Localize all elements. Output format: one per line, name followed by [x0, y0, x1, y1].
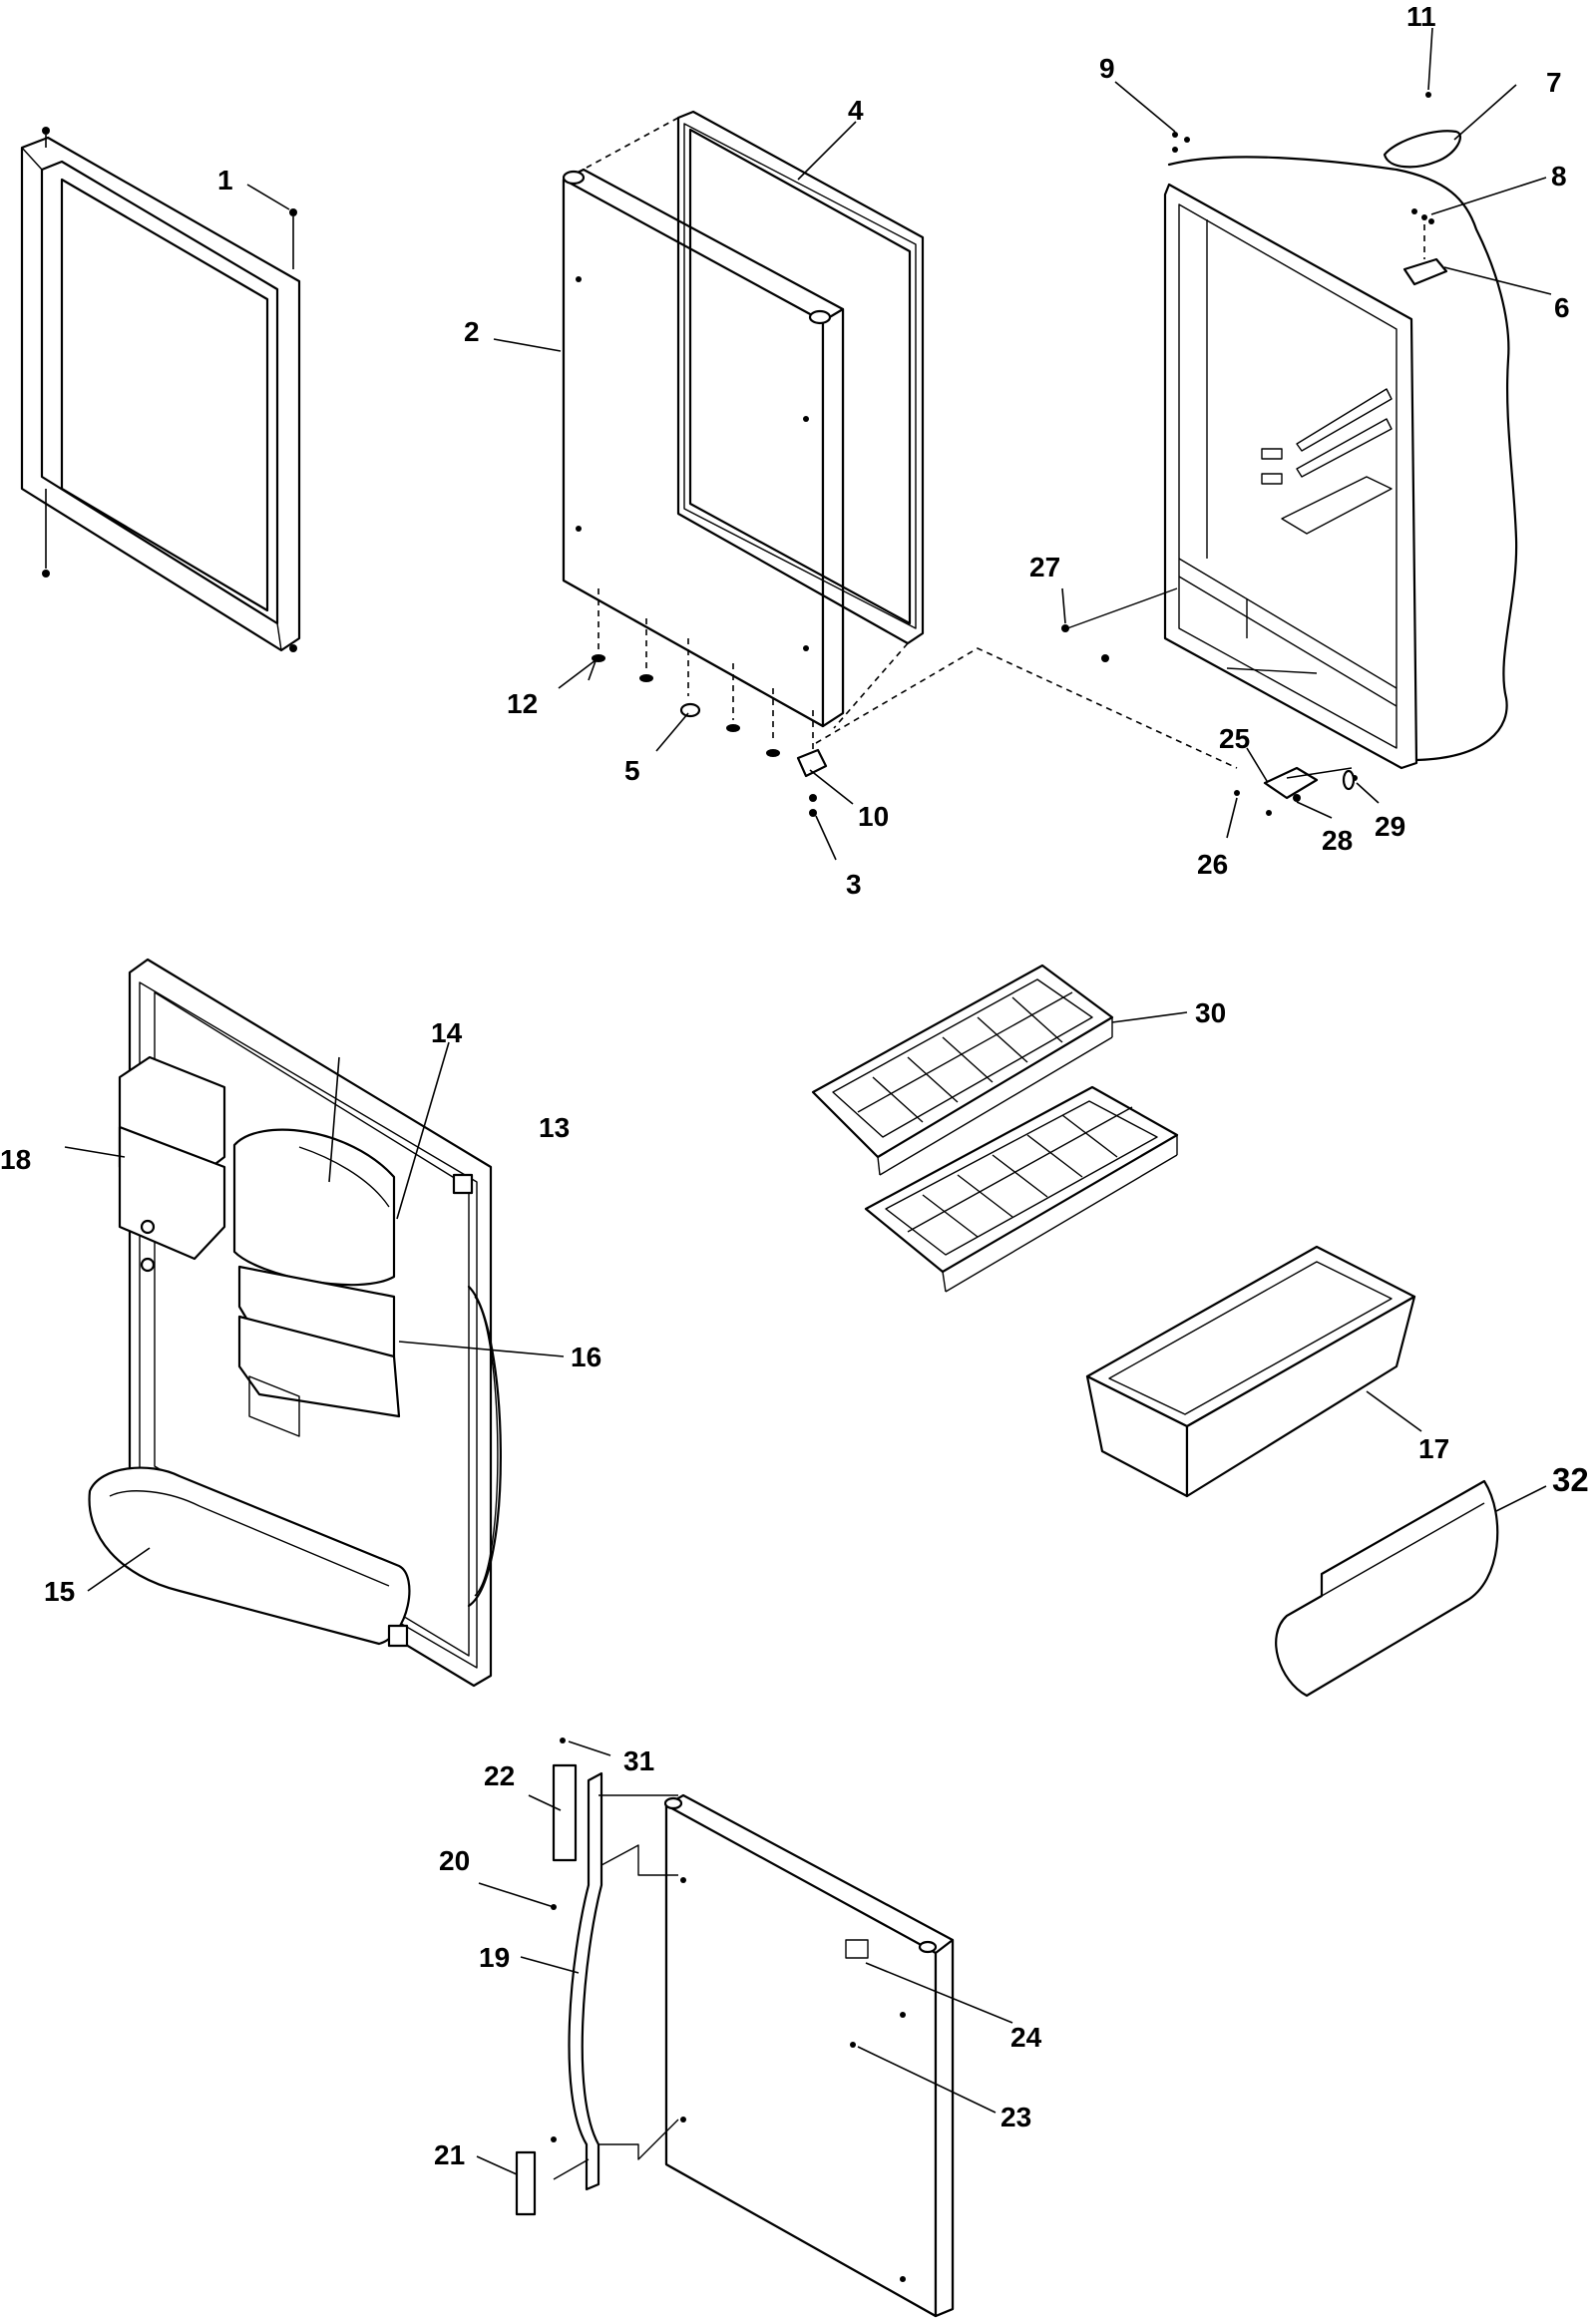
- callout-17: 17: [1418, 1433, 1449, 1464]
- callout-13: 13: [539, 1112, 570, 1143]
- callout-14: 14: [431, 1017, 463, 1048]
- part-32-curved-cover: [1275, 1479, 1499, 1698]
- callout-12: 12: [507, 688, 538, 719]
- callout-30: 30: [1195, 997, 1226, 1028]
- cabinet: [1163, 156, 1518, 770]
- callout-24: 24: [1010, 2022, 1042, 2053]
- callout-19: 19: [479, 1942, 510, 1973]
- callout-9: 9: [1099, 53, 1115, 84]
- callout-3: 3: [846, 869, 862, 900]
- callout-1: 1: [217, 165, 233, 195]
- leader-lines: [64, 27, 1552, 2175]
- callout-16: 16: [571, 1342, 601, 1372]
- callout-25: 25: [1219, 723, 1250, 754]
- part-4-door-gasket: [586, 110, 925, 729]
- callout-2: 2: [464, 316, 480, 347]
- callout-21: 21: [434, 2139, 465, 2170]
- callout-23: 23: [1000, 2102, 1031, 2132]
- cabinet-hinge-hardware: [1061, 92, 1461, 816]
- callout-18: 18: [0, 1144, 31, 1175]
- callout-10: 10: [858, 801, 889, 832]
- part-30-ice-trays: [811, 964, 1179, 1293]
- callout-8: 8: [1551, 161, 1567, 192]
- part-17-storage-bin: [1085, 1245, 1416, 1498]
- callout-22: 22: [484, 1760, 515, 1791]
- callout-28: 28: [1322, 825, 1353, 856]
- callout-29: 29: [1375, 811, 1405, 842]
- callout-31: 31: [623, 1745, 654, 1776]
- callout-32: 32: [1552, 1461, 1589, 1498]
- fresh-food-door: [663, 1793, 955, 2318]
- callout-27: 27: [1029, 552, 1060, 582]
- part-1-door-trim-frame: [20, 127, 301, 652]
- callout-7: 7: [1546, 67, 1562, 98]
- fresh-food-door-liner: [88, 958, 502, 1688]
- callout-20: 20: [439, 1845, 470, 1876]
- callout-6: 6: [1554, 292, 1570, 323]
- part-2-freezer-door: [562, 168, 845, 728]
- callout-26: 26: [1197, 849, 1228, 880]
- door-handle-assembly: [515, 1738, 679, 2216]
- callout-5: 5: [624, 755, 640, 786]
- callout-11: 11: [1406, 1, 1436, 32]
- callout-4: 4: [848, 95, 864, 126]
- callout-15: 15: [44, 1576, 75, 1607]
- callout-labels: 1 2 3 4 5 6 7 8 9 10 11 12 13 14 15 16 1…: [0, 1, 1589, 2170]
